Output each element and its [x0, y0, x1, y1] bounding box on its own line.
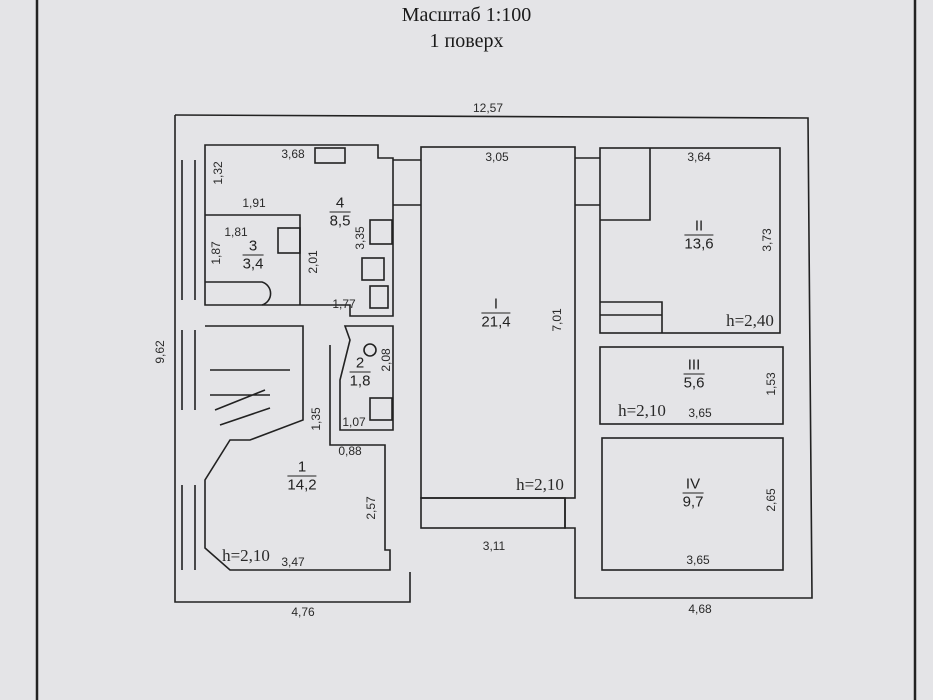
dim: 3,47 [281, 555, 305, 569]
meter-icon [369, 285, 389, 309]
room-II-stairs [600, 148, 663, 333]
toilet-icon [363, 343, 377, 357]
dim-total-width: 12,57 [472, 101, 504, 115]
dim: 3,35 [353, 226, 367, 250]
dim: 1,53 [764, 372, 778, 396]
height-room-I: h=2,10 [516, 475, 564, 494]
dim: 3,11 [482, 539, 506, 553]
room-II-wall [599, 147, 781, 334]
dim: 4,76 [291, 605, 315, 619]
dim: 1,07 [342, 415, 366, 429]
room-1-wall [204, 325, 391, 571]
washbasin-icon [277, 227, 301, 254]
scale-title: Масштаб 1:100 [401, 4, 532, 26]
room-IV-wall [601, 437, 784, 571]
dim: 1,77 [332, 297, 356, 311]
sink-icon [369, 219, 393, 245]
dim: 3,65 [686, 553, 710, 567]
room-4-wall [204, 144, 394, 317]
stove-icon [314, 147, 346, 164]
dim: 3,05 [485, 150, 509, 164]
dim: 1,87 [209, 241, 223, 265]
staircase-icon [210, 369, 290, 426]
corridor-wall [420, 497, 566, 529]
dim: 1,81 [224, 225, 248, 239]
room-III-wall [599, 346, 784, 425]
dim: 1,35 [309, 407, 323, 431]
dim: 0,88 [338, 444, 362, 458]
dim: 3,64 [687, 150, 711, 164]
bathtub-icon [205, 281, 272, 306]
dim: 3,68 [281, 147, 305, 161]
dim: 2,08 [379, 348, 393, 372]
boiler-icon [361, 257, 385, 281]
dim: 3,73 [760, 228, 774, 252]
door-openings [393, 157, 600, 206]
height-room-1: h=2,10 [222, 546, 270, 565]
window-left [181, 160, 196, 570]
dim: 2,57 [364, 496, 378, 520]
dim: 7,01 [550, 308, 564, 332]
dim: 1,32 [211, 161, 225, 185]
dim: 2,01 [306, 250, 320, 274]
outer-wall-left [174, 115, 411, 603]
room-2-sink-icon [369, 397, 393, 421]
outer-wall [174, 114, 813, 599]
floor-title: 1 поверх [429, 30, 504, 52]
dim: 3,65 [688, 406, 712, 420]
room-3-wall [205, 214, 301, 305]
room-2-wall [339, 325, 394, 431]
dim: 1,91 [242, 196, 266, 210]
dim-total-height: 9,62 [153, 340, 167, 364]
height-room-III: h=2,10 [618, 401, 666, 420]
height-room-II: h=2,40 [726, 311, 774, 330]
dim: 4,68 [688, 602, 712, 616]
dim: 2,65 [764, 488, 778, 512]
